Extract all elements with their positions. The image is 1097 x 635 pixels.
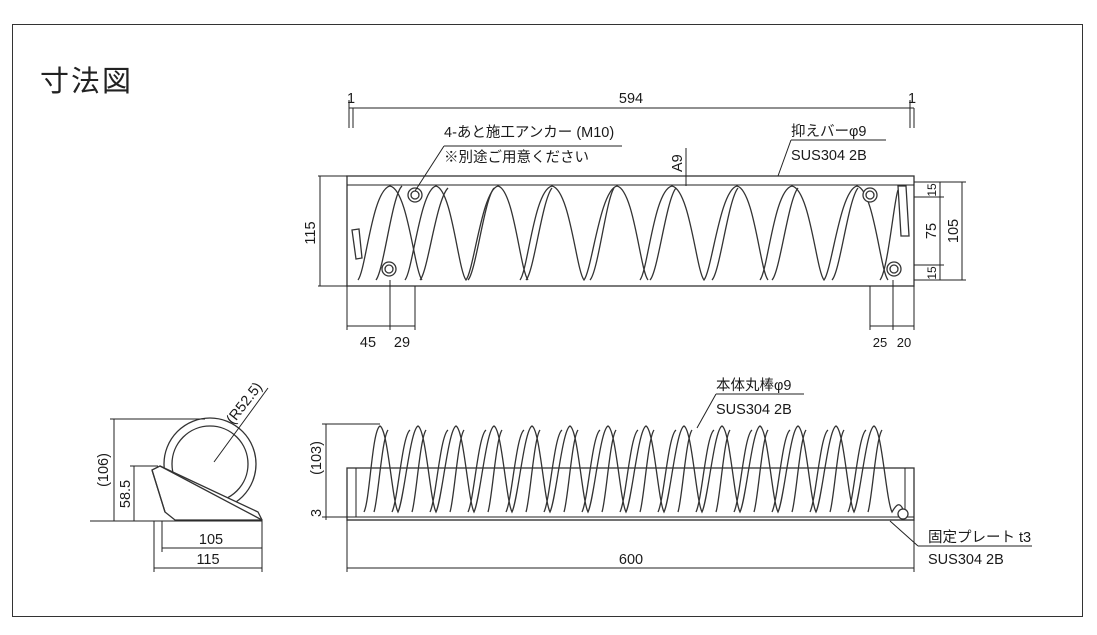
dim-103: (103) bbox=[309, 441, 325, 475]
dim-75: 75 bbox=[924, 223, 940, 239]
dim-3: 3 bbox=[309, 509, 325, 517]
dim-left-1: 1 bbox=[347, 91, 355, 107]
rod-material: SUS304 2B bbox=[716, 402, 792, 418]
dim-594: 594 bbox=[619, 91, 643, 107]
top-view: 594 1 1 4-あと施工アンカー (M10) bbox=[303, 91, 966, 351]
front-coils bbox=[363, 425, 905, 514]
rod-label: 本体丸棒φ9 bbox=[716, 377, 791, 394]
plate-material: SUS304 2B bbox=[928, 552, 1004, 568]
dim-115-left: 115 bbox=[303, 221, 319, 244]
dim-a9: A9 bbox=[670, 154, 686, 172]
dim-15-top: 15 bbox=[925, 183, 939, 197]
front-rod-end bbox=[897, 508, 909, 520]
anchor-bolts bbox=[381, 187, 902, 277]
drawing-frame bbox=[12, 24, 1083, 617]
dim-15-bottom: 15 bbox=[925, 266, 939, 280]
plate-label: 固定プレート t3 bbox=[928, 529, 1031, 546]
dim-20: 20 bbox=[897, 335, 911, 350]
bar-label: 抑えバーφ9 bbox=[791, 123, 866, 140]
front-view: 本体丸棒φ9 SUS304 2B (103) 3 600 固定プレート t3 S… bbox=[309, 377, 1032, 572]
anchor-note: ※別途ご用意ください bbox=[444, 148, 589, 166]
dim-25: 25 bbox=[873, 335, 887, 350]
dim-105-right: 105 bbox=[946, 219, 962, 243]
dim-right-1: 1 bbox=[908, 91, 916, 107]
top-coils bbox=[357, 185, 899, 282]
dim-29: 29 bbox=[394, 335, 410, 351]
dim-115-side: 115 bbox=[196, 552, 219, 568]
dim-600: 600 bbox=[619, 552, 643, 568]
dim-106: (106) bbox=[96, 453, 112, 487]
top-plate-outline bbox=[346, 175, 915, 287]
dim-105-side: 105 bbox=[199, 532, 223, 548]
anchor-label: 4-あと施工アンカー (M10) bbox=[444, 124, 614, 141]
dim-58-5: 58.5 bbox=[118, 480, 134, 508]
bar-material: SUS304 2B bbox=[791, 148, 867, 164]
side-view: (R52.5) (106) 58.5 105 115 bbox=[90, 380, 269, 572]
drawing-title: 寸法図 bbox=[40, 64, 134, 98]
dim-45: 45 bbox=[360, 335, 376, 351]
